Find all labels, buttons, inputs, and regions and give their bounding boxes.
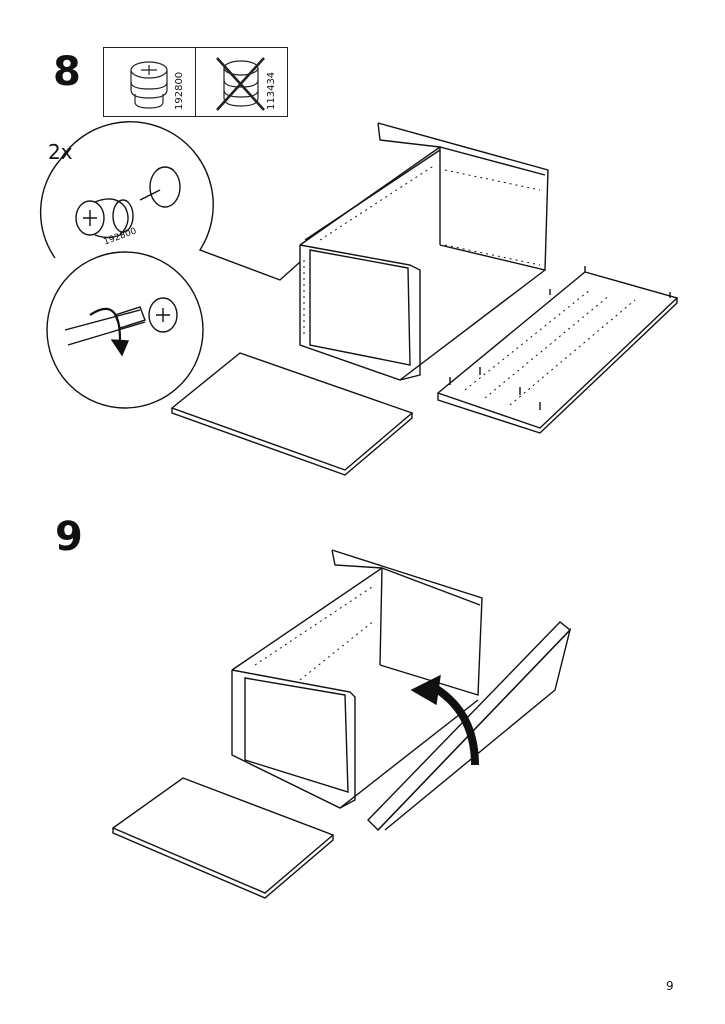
tilting-panel-step-9 (367, 621, 572, 832)
step-8-number: 8 (53, 49, 81, 95)
parts-box: 192800 113434 (103, 47, 288, 117)
parts-divider (195, 48, 196, 116)
step-9-number: 9 (55, 514, 83, 560)
bottom-panel-step-8 (170, 352, 414, 476)
cabinet-step-8 (299, 122, 549, 381)
rotate-arrow-icon (410, 674, 479, 766)
cross-out-icon (216, 57, 265, 111)
page-number: 9 (666, 979, 674, 993)
cabinet-step-9 (231, 549, 483, 809)
cam-lock-192800-icon (130, 57, 265, 111)
detail-circle-insert-icon (39, 121, 301, 281)
detail-circle-tighten-icon (46, 251, 204, 409)
shelf-panel-step-8 (436, 266, 679, 434)
bottom-panel-step-9 (111, 777, 335, 899)
